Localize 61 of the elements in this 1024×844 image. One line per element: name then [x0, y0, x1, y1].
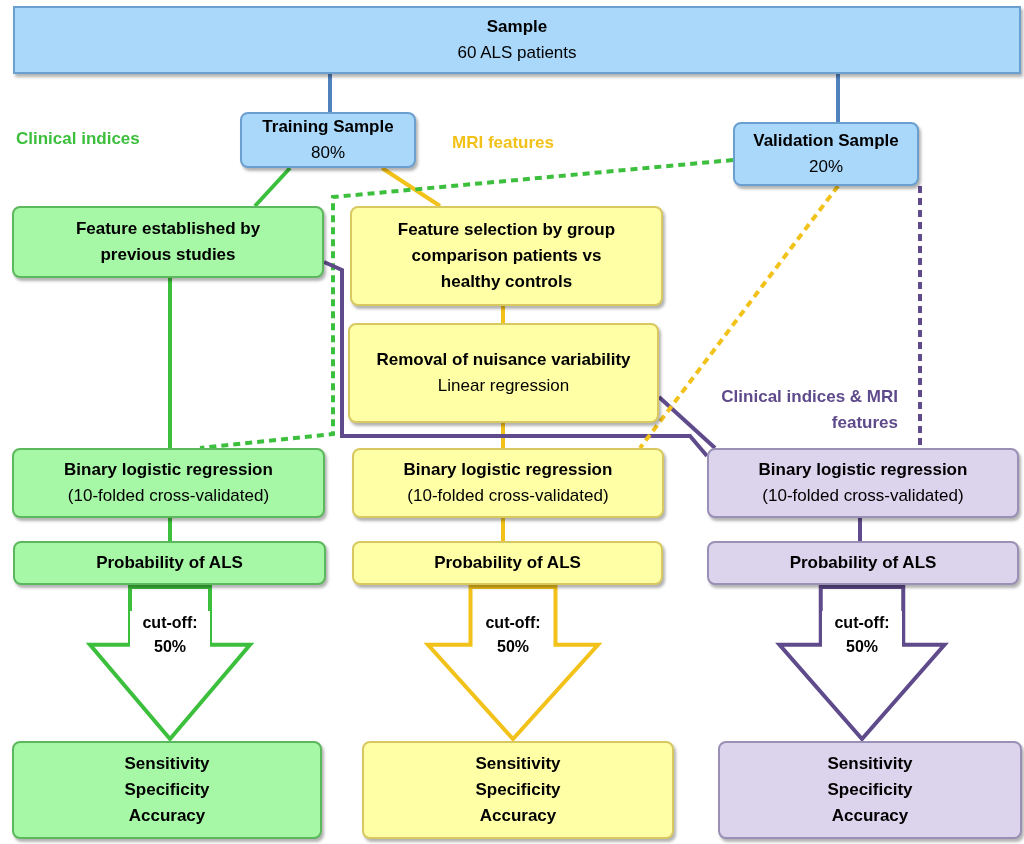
box-text: Accuracy [831, 805, 909, 827]
connector-line [323, 260, 709, 458]
box-text: (10-folded cross-validated) [407, 485, 609, 507]
process-box [352, 541, 663, 585]
group-label: MRI features [452, 132, 556, 154]
group-label: Clinical indices & MRI features [720, 386, 898, 434]
connector-line [501, 518, 505, 541]
box-text: Binary logistic regression [64, 459, 273, 481]
process-box [12, 206, 324, 278]
box-text: 60 ALS patients [457, 42, 577, 64]
connector-line [328, 74, 332, 112]
box-text: Probability of ALS [96, 552, 243, 574]
connector-line [918, 186, 922, 448]
box-text: Specificity [827, 779, 913, 801]
box-text: 80% [311, 142, 345, 164]
box-text: Removal of nuisance variability [376, 349, 631, 371]
box-text: (10-folded cross-validated) [762, 485, 964, 507]
process-box [707, 448, 1019, 518]
connector-line [253, 166, 292, 208]
box-text: Binary logistic regression [403, 459, 613, 481]
process-box [12, 741, 322, 839]
group-label: Clinical indices [16, 128, 141, 150]
box-text: Probability of ALS [434, 552, 581, 574]
connector-line [501, 423, 505, 448]
box-text: Probability of ALS [789, 552, 937, 574]
process-box [13, 541, 326, 585]
box-text: Sensitivity [124, 753, 210, 775]
process-box [733, 122, 919, 186]
box-text: Accuracy [128, 805, 206, 827]
connector-line [501, 306, 505, 323]
connector-line [836, 74, 840, 122]
connector-line [199, 158, 734, 450]
box-text: 20% [809, 156, 843, 178]
connector-line [168, 518, 172, 541]
process-box [12, 448, 325, 518]
connector-line [380, 166, 442, 208]
process-box [362, 741, 674, 839]
connector-line [858, 518, 862, 541]
connector-line [638, 184, 840, 450]
connector-line [168, 278, 172, 448]
box-text: Sensitivity [827, 753, 913, 775]
box-text: (10-folded cross-validated) [67, 485, 270, 507]
box-text: Linear regression [437, 375, 570, 397]
box-text: Feature established by previous studies [74, 218, 262, 266]
box-text: Training Sample [262, 116, 394, 138]
process-box [707, 541, 1019, 585]
process-box [718, 741, 1022, 839]
box-text: Binary logistic regression [758, 459, 968, 481]
box-text: Specificity [475, 779, 561, 801]
connector-line [657, 395, 717, 450]
process-box [13, 6, 1021, 74]
box-text: Specificity [124, 779, 210, 801]
process-box [352, 448, 664, 518]
process-box [240, 112, 416, 168]
box-text: Sample [486, 16, 548, 38]
process-box [348, 323, 659, 423]
box-text: Feature selection by group comparison patients vs healthy controls [396, 219, 617, 293]
process-box [350, 206, 663, 306]
box-text: Validation Sample [753, 130, 899, 152]
box-text: Sensitivity [475, 753, 561, 775]
box-text: Accuracy [479, 805, 557, 827]
